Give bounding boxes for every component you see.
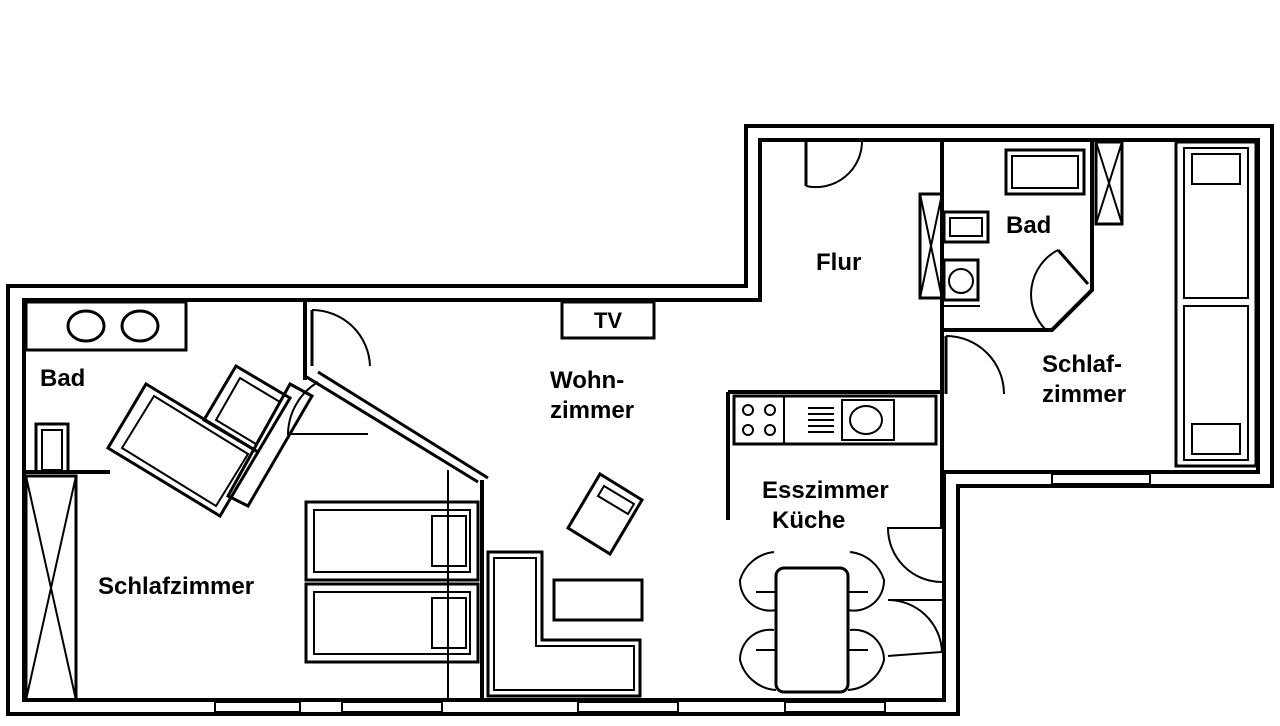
dining-table xyxy=(738,551,886,694)
right-bedroom-beds xyxy=(1174,140,1258,468)
windows xyxy=(214,473,1151,713)
living-room-furniture xyxy=(486,471,645,698)
room-label-kueche: Küche xyxy=(772,507,845,534)
kitchen-fixtures xyxy=(732,394,938,446)
tv-unit: TV xyxy=(560,300,656,340)
room-label-schlafzimmer-right-line2: zimmer xyxy=(1042,381,1126,408)
room-label-bad-left: Bad xyxy=(40,365,85,392)
room-label-bad-right: Bad xyxy=(1006,212,1051,239)
outer-walls xyxy=(6,124,1274,716)
wardrobes xyxy=(24,140,1124,702)
right-bathroom-fixtures xyxy=(942,148,1086,302)
tv-label: TV xyxy=(594,308,622,333)
room-label-wohnzimmer-line2: zimmer xyxy=(550,397,634,424)
doors xyxy=(286,139,1090,657)
room-label-schlafzimmer-left: Schlafzimmer xyxy=(98,573,254,600)
interior-walls xyxy=(24,140,1094,702)
room-label-wohnzimmer-line1: Wohn- xyxy=(550,367,624,394)
room-label-schlafzimmer-right-line1: Schlaf- xyxy=(1042,351,1122,378)
room-label-flur: Flur xyxy=(816,249,861,276)
left-bathroom-fixtures xyxy=(24,300,188,474)
room-labels: Bad Schlafzimmer Wohn- zimmer Flur Bad S… xyxy=(40,212,1126,600)
room-label-esszimmer: Esszimmer xyxy=(762,477,889,504)
left-bedroom-furniture xyxy=(105,363,480,664)
